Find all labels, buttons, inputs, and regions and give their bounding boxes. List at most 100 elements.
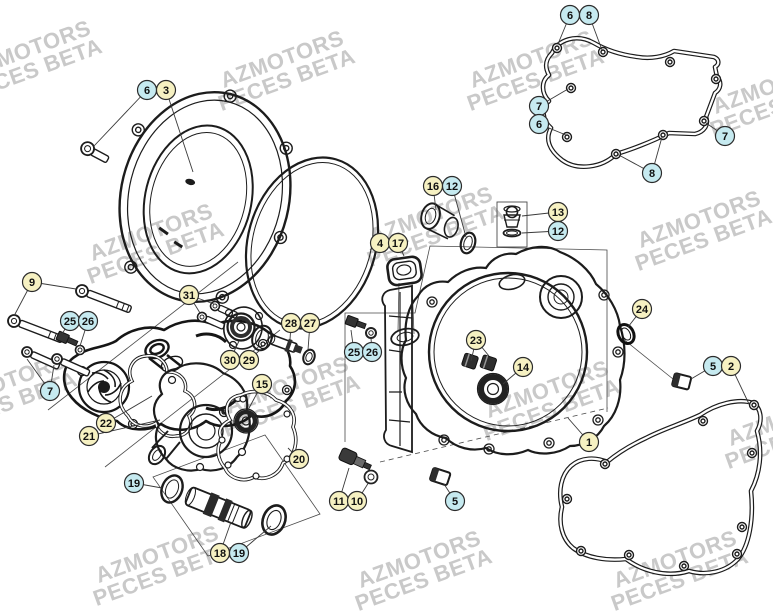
svg-text:8: 8 xyxy=(586,10,592,22)
filler-cap-17 xyxy=(386,255,423,287)
svg-text:11: 11 xyxy=(333,496,345,508)
callout-26[interactable]: 26 xyxy=(361,341,383,363)
pump-seal-gasket xyxy=(118,354,197,439)
callout-14[interactable]: 14 xyxy=(512,356,534,378)
gasket-top-bolt-holes xyxy=(551,42,722,160)
svg-text:8: 8 xyxy=(649,168,655,180)
cover-bolt-ears xyxy=(124,89,293,304)
svg-text:31: 31 xyxy=(183,290,195,302)
oring-24 xyxy=(616,322,636,346)
callout-7[interactable]: 7 xyxy=(39,380,61,402)
callout-11[interactable]: 11 xyxy=(328,490,350,512)
callout-7[interactable]: 7 xyxy=(528,95,550,117)
dowel-5-bottom xyxy=(429,467,452,486)
bolt-9a xyxy=(75,284,132,314)
callout-25[interactable]: 25 xyxy=(343,341,365,363)
callout-19[interactable]: 19 xyxy=(228,542,250,564)
callout-25[interactable]: 25 xyxy=(59,310,81,332)
svg-text:19: 19 xyxy=(128,478,140,490)
callout-31[interactable]: 31 xyxy=(178,284,200,306)
washer-10 xyxy=(363,469,379,485)
svg-text:26: 26 xyxy=(82,316,94,328)
svg-text:12: 12 xyxy=(552,226,564,238)
callout-12[interactable]: 12 xyxy=(441,175,463,197)
callout-26[interactable]: 26 xyxy=(77,310,99,332)
svg-text:25: 25 xyxy=(64,316,76,328)
svg-text:12: 12 xyxy=(446,181,458,193)
svg-text:29: 29 xyxy=(243,355,255,367)
clutch-cover-outer xyxy=(118,89,293,304)
shaft-seal-15 xyxy=(233,408,259,434)
pump-cover-gasket xyxy=(216,389,298,482)
callout-28[interactable]: 28 xyxy=(280,312,302,334)
callout-30[interactable]: 30 xyxy=(219,349,241,371)
svg-text:3: 3 xyxy=(163,85,169,97)
svg-text:7: 7 xyxy=(722,131,728,143)
callout-5[interactable]: 5 xyxy=(702,355,724,377)
callout-24[interactable]: 24 xyxy=(631,298,653,320)
callout-17[interactable]: 17 xyxy=(387,232,409,254)
svg-text:16: 16 xyxy=(427,181,439,193)
svg-text:6: 6 xyxy=(536,119,542,131)
bushings-23 xyxy=(461,352,498,372)
callout-18[interactable]: 18 xyxy=(209,542,231,564)
callout-13[interactable]: 13 xyxy=(547,201,569,223)
callout-15[interactable]: 15 xyxy=(251,373,273,395)
svg-text:28: 28 xyxy=(285,318,297,330)
construction-lines xyxy=(47,245,674,557)
callout-2[interactable]: 2 xyxy=(720,355,742,377)
oil-seal-14 xyxy=(476,372,510,406)
thermostat-13 xyxy=(496,201,528,248)
svg-text:6: 6 xyxy=(144,85,150,97)
callout-12[interactable]: 12 xyxy=(547,220,569,242)
callout-6[interactable]: 6 xyxy=(528,113,550,135)
svg-text:9: 9 xyxy=(29,277,35,289)
svg-text:20: 20 xyxy=(293,454,305,466)
svg-text:21: 21 xyxy=(83,431,95,443)
callout-6[interactable]: 6 xyxy=(136,79,158,101)
callout-21[interactable]: 21 xyxy=(78,425,100,447)
svg-text:13: 13 xyxy=(552,207,564,219)
svg-text:7: 7 xyxy=(47,386,53,398)
case-bolt-bosses xyxy=(426,289,624,455)
svg-text:1: 1 xyxy=(586,437,592,449)
bolt-7a xyxy=(21,346,61,370)
callout-9[interactable]: 9 xyxy=(21,271,43,293)
callout-8[interactable]: 8 xyxy=(641,162,663,184)
svg-text:7: 7 xyxy=(536,101,542,113)
bolt-31a xyxy=(196,311,226,330)
callout-7[interactable]: 7 xyxy=(714,125,736,147)
callout-6[interactable]: 6 xyxy=(559,4,581,26)
svg-text:14: 14 xyxy=(517,362,530,374)
gasket-bottom-right xyxy=(558,398,763,576)
callout-1[interactable]: 1 xyxy=(578,431,600,453)
bolt-25a xyxy=(55,330,79,347)
callout-22[interactable]: 22 xyxy=(95,412,117,434)
svg-text:27: 27 xyxy=(304,318,316,330)
svg-text:10: 10 xyxy=(351,496,363,508)
callout-20[interactable]: 20 xyxy=(288,448,310,470)
svg-text:22: 22 xyxy=(100,418,112,430)
callout-19[interactable]: 19 xyxy=(123,472,145,494)
callout-4[interactable]: 4 xyxy=(369,232,391,254)
bolt-25b xyxy=(344,315,367,330)
callout-5[interactable]: 5 xyxy=(444,490,466,512)
callout-3[interactable]: 3 xyxy=(155,79,177,101)
shaft-28 xyxy=(267,334,303,354)
callout-8[interactable]: 8 xyxy=(578,4,600,26)
callout-29[interactable]: 29 xyxy=(238,349,260,371)
callout-27[interactable]: 27 xyxy=(299,312,321,334)
callout-10[interactable]: 10 xyxy=(346,490,368,512)
svg-text:5: 5 xyxy=(710,361,716,373)
pump-shaft-assembly xyxy=(160,474,287,536)
svg-text:6: 6 xyxy=(567,10,573,22)
callout-23[interactable]: 23 xyxy=(465,329,487,351)
svg-text:19: 19 xyxy=(233,548,245,560)
svg-text:15: 15 xyxy=(256,379,268,391)
leader-lines xyxy=(13,14,750,554)
svg-text:4: 4 xyxy=(377,238,384,250)
callout-16[interactable]: 16 xyxy=(422,175,444,197)
